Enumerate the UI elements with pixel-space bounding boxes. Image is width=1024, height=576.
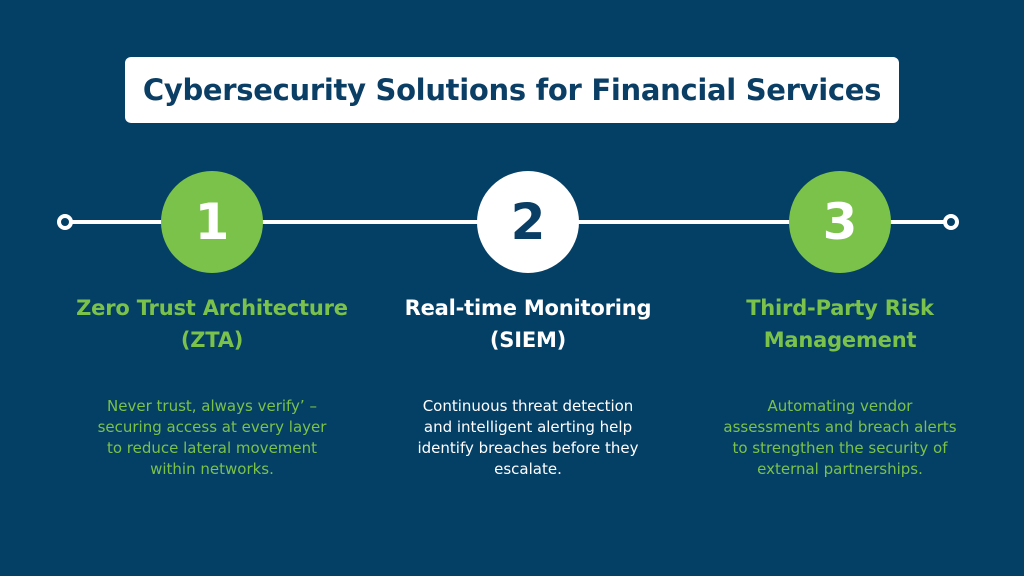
- step-2-desc-line: and intelligent alerting help: [423, 418, 633, 436]
- step-3-description: Automating vendor assessments and breach…: [680, 396, 1000, 480]
- step-1-column: Zero Trust Architecture (ZTA) Never trus…: [52, 292, 372, 478]
- step-3-desc-line: to strengthen the security of: [732, 439, 948, 457]
- step-1-desc-line: securing access at every layer: [97, 418, 327, 436]
- step-2-desc-line: Continuous threat detection: [422, 397, 634, 415]
- step-2-desc-line: identify breaches before they: [417, 439, 639, 457]
- step-3-desc-line: assessments and breach alerts: [723, 418, 957, 436]
- title-banner: Cybersecurity Solutions for Financial Se…: [125, 57, 899, 123]
- step-1-badge: 1: [161, 171, 263, 273]
- step-1-desc-line: Never trust, always verify’ –: [107, 397, 317, 415]
- step-2-title-line: (SIEM): [489, 328, 567, 352]
- step-2-column: Real-time Monitoring (SIEM) Continuous t…: [368, 292, 688, 478]
- step-1-desc-line: to reduce lateral movement: [106, 439, 318, 457]
- timeline-start-dot-icon: [57, 214, 73, 230]
- step-2-badge: 2: [477, 171, 579, 273]
- step-3-column: Third-Party Risk Management Automating v…: [680, 292, 1000, 478]
- step-1-description: Never trust, always verify’ – securing a…: [52, 396, 372, 480]
- timeline-end-dot-icon: [943, 214, 959, 230]
- step-1-title: Zero Trust Architecture (ZTA): [52, 292, 372, 356]
- step-3-badge: 3: [789, 171, 891, 273]
- step-2-number: 2: [510, 193, 546, 251]
- step-3-desc-line: external partnerships.: [757, 460, 923, 478]
- step-3-number: 3: [822, 193, 858, 251]
- step-2-title-line: Real-time Monitoring: [404, 296, 652, 320]
- page-title: Cybersecurity Solutions for Financial Se…: [142, 73, 882, 107]
- step-3-title-line: Management: [763, 328, 917, 352]
- step-3-title-line: Third-Party Risk: [746, 296, 934, 320]
- step-2-description: Continuous threat detection and intellig…: [368, 396, 688, 480]
- step-3-desc-line: Automating vendor: [767, 397, 913, 415]
- step-1-title-line: Zero Trust Architecture: [76, 296, 348, 320]
- step-2-title: Real-time Monitoring (SIEM): [368, 292, 688, 356]
- step-2-desc-line: escalate.: [494, 460, 562, 478]
- step-1-desc-line: within networks.: [150, 460, 274, 478]
- step-1-title-line: (ZTA): [180, 328, 244, 352]
- step-3-title: Third-Party Risk Management: [680, 292, 1000, 356]
- step-1-number: 1: [194, 193, 230, 251]
